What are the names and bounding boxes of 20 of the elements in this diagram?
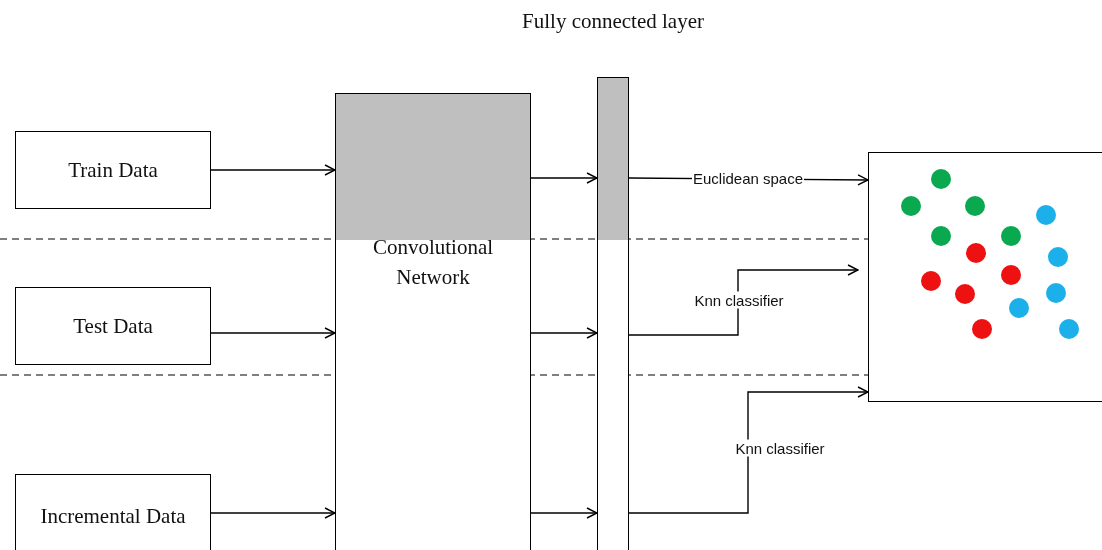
edge-label: Knn classifier bbox=[693, 291, 785, 309]
block-label: Convolutional Network bbox=[371, 234, 495, 292]
arrow bbox=[210, 164, 336, 176]
data-box bbox=[15, 131, 211, 209]
box-label: Train Data bbox=[68, 156, 158, 184]
data-box bbox=[15, 474, 211, 550]
arrow bbox=[628, 264, 859, 336]
box-label: Test Data bbox=[73, 312, 153, 340]
arrow bbox=[210, 327, 336, 339]
scatter-plot bbox=[868, 152, 1102, 402]
box-label: Incremental Data bbox=[40, 503, 186, 530]
arrow bbox=[530, 172, 598, 184]
arrow bbox=[530, 507, 598, 519]
edge-label: Knn classifier bbox=[734, 439, 826, 457]
network-block bbox=[335, 93, 531, 550]
arrow bbox=[530, 327, 598, 339]
layer-heading: Fully connected layer bbox=[522, 8, 704, 35]
arrow bbox=[628, 386, 869, 514]
arrow bbox=[210, 507, 336, 519]
data-box bbox=[15, 287, 211, 365]
